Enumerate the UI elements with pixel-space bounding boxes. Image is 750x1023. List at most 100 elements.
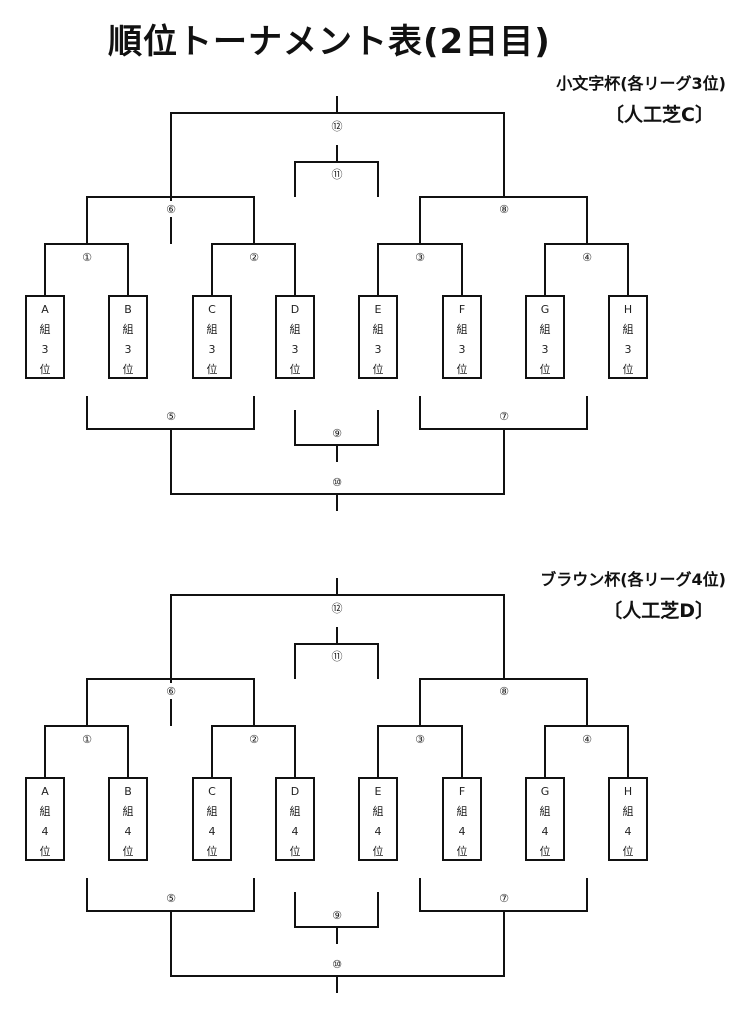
match-number: ⑪ (332, 650, 343, 663)
team-suffix: 位 (623, 844, 634, 858)
team-suffix: 位 (40, 362, 51, 376)
team-suffix: 位 (457, 844, 468, 858)
team-box-frame (275, 777, 315, 861)
team-box-frame (108, 777, 148, 861)
team-suffix: 位 (373, 362, 384, 376)
match-number: ⑤ (166, 410, 176, 423)
match-number: ⑥ (166, 203, 176, 216)
team-rank: 3 (459, 343, 466, 356)
match-number-bg (329, 474, 345, 490)
team-kanji: 組 (290, 323, 301, 336)
match-number-bg (329, 907, 345, 923)
match-number: ⑨ (332, 909, 342, 922)
match-number: ② (249, 733, 259, 746)
team-suffix: 位 (290, 844, 301, 858)
team-group: D (291, 785, 299, 798)
team-group: B (124, 785, 132, 798)
team-kanji: 組 (40, 323, 51, 336)
team-box-frame (25, 295, 65, 379)
team-group: C (208, 785, 216, 798)
match-number-bg (246, 731, 262, 747)
match-number-bg (329, 118, 345, 134)
team-suffix: 位 (373, 844, 384, 858)
match-number: ⑧ (499, 203, 509, 216)
team-kanji: 組 (623, 805, 634, 818)
team-kanji: 組 (207, 805, 218, 818)
match-number-bg (329, 956, 345, 972)
team-suffix: 位 (40, 844, 51, 858)
match-number: ⑪ (332, 168, 343, 181)
team-box-E: E組 3 位 (358, 295, 398, 379)
match-number: ① (82, 251, 92, 264)
match-number: ⑤ (166, 892, 176, 905)
team-box-C: C組 4 位 (192, 777, 232, 861)
team-kanji: 組 (373, 805, 384, 818)
team-kanji: 組 (207, 323, 218, 336)
team-rank: 3 (42, 343, 49, 356)
team-rank: 4 (209, 825, 216, 838)
match-number: ④ (582, 733, 592, 746)
match-number-bg (163, 201, 179, 217)
team-group: A (41, 785, 49, 798)
match-number-bg (329, 600, 345, 616)
team-group: E (375, 303, 382, 316)
team-rank: 4 (459, 825, 466, 838)
team-group: F (459, 785, 465, 798)
match-number: ③ (415, 251, 425, 264)
team-group: C (208, 303, 216, 316)
match-number: ⑩ (332, 476, 342, 489)
team-suffix: 位 (123, 844, 134, 858)
team-kanji: 組 (290, 805, 301, 818)
match-number-bg (163, 683, 179, 699)
match-number-bg (329, 648, 345, 664)
team-kanji: 組 (373, 323, 384, 336)
match-number: ④ (582, 251, 592, 264)
team-box-frame (358, 295, 398, 379)
match-number-bg (412, 731, 428, 747)
match-number: ② (249, 251, 259, 264)
team-box-frame (442, 295, 482, 379)
team-rank: 3 (375, 343, 382, 356)
team-rank: 3 (292, 343, 299, 356)
team-suffix: 位 (290, 362, 301, 376)
team-box-frame (192, 295, 232, 379)
match-number: ⑫ (332, 602, 343, 615)
match-number-bg (246, 249, 262, 265)
match-number-bg (163, 890, 179, 906)
team-rank: 4 (625, 825, 632, 838)
match-number: ⑩ (332, 958, 342, 971)
team-kanji: 組 (123, 323, 134, 336)
team-group: B (124, 303, 132, 316)
venue-label-2: 〔人工芝D〕 (603, 600, 714, 622)
team-box-frame (275, 295, 315, 379)
team-box-frame (192, 777, 232, 861)
match-number-bg (79, 731, 95, 747)
team-suffix: 位 (123, 362, 134, 376)
match-number-bg (329, 425, 345, 441)
match-number-bg (579, 731, 595, 747)
team-group: D (291, 303, 299, 316)
team-group: G (541, 303, 550, 316)
team-box-frame (608, 295, 648, 379)
match-number: ⑫ (332, 120, 343, 133)
team-suffix: 位 (207, 844, 218, 858)
match-number-bg (79, 249, 95, 265)
team-box-frame (608, 777, 648, 861)
team-group: H (624, 785, 632, 798)
team-kanji: 組 (623, 323, 634, 336)
match-number: ⑦ (499, 892, 509, 905)
team-suffix: 位 (457, 362, 468, 376)
team-rank: 4 (125, 825, 132, 838)
